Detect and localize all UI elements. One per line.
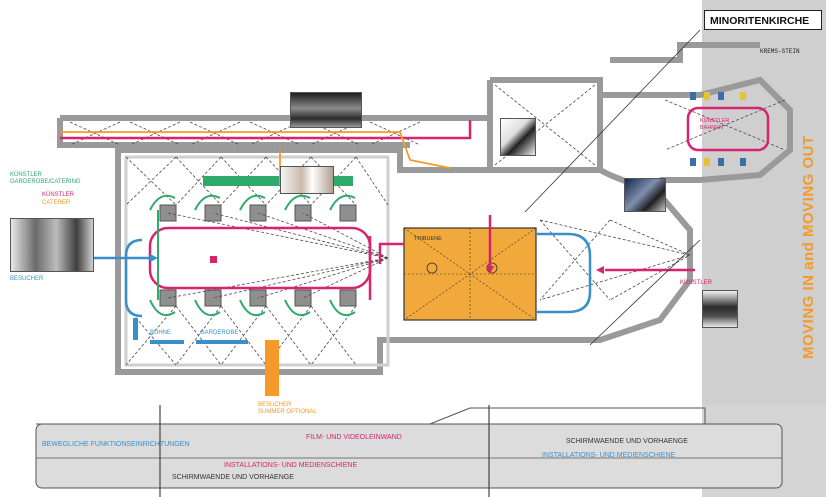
label-besucher-summer: BESUCHER SUMMER OPTIONAL — [258, 402, 317, 415]
rail-film: FILM- UND VIDEOLEINWAND — [306, 434, 402, 441]
vault-ribs — [69, 84, 786, 366]
rail-screens-right: SCHIRMWAENDE UND VORHAENGE — [566, 438, 688, 445]
blue-bar-2 — [196, 340, 248, 344]
rail-outline — [36, 407, 706, 425]
visitors-photo — [10, 218, 94, 272]
orange-bar — [265, 340, 279, 396]
diagonals — [524, 29, 701, 346]
label-kuenstler: KÜNSTLER — [42, 192, 75, 198]
label-garderobe: GARDEROBE — [200, 330, 239, 336]
label-kuenstler-garderobe: KÜNSTLER GARDEROBE/CATERING — [10, 172, 81, 185]
green-routes — [149, 194, 356, 316]
rail-functional: BEWEGLICHE FUNKTIONSEINRICHTUNGEN — [42, 441, 190, 448]
blue-marker — [133, 318, 138, 340]
label-stage-right: KÜNSTLER BAHNEN — [700, 118, 730, 131]
page-title: MINORITENKIRCHE — [704, 10, 822, 30]
moving-caption: MOVING IN and MOVING OUT — [800, 135, 817, 359]
rail-installation-center: INSTALLATIONS- UND MEDIENSCHIENE — [224, 462, 358, 469]
arrow-magenta — [486, 266, 494, 274]
center-point — [210, 256, 217, 263]
stage-mark-left — [426, 262, 438, 274]
orchestra-photo — [290, 92, 362, 128]
projector-photo — [624, 178, 666, 212]
label-catering: CATERER — [42, 200, 71, 206]
green-bar — [203, 176, 353, 186]
performer-photo — [702, 290, 738, 328]
label-podium: TRIBUENE — [414, 236, 442, 242]
stage-ribs — [403, 227, 537, 321]
label-kuenstler-right: KÜNSTLER — [680, 280, 713, 286]
label-besucher: BESUCHER — [10, 276, 44, 282]
arrow-magenta-right — [596, 266, 604, 274]
label-buehne: BÜHNE — [150, 330, 172, 336]
sculpture-photo — [500, 118, 536, 156]
blue-bar-1 — [150, 340, 184, 344]
rail-installation-right: INSTALLATIONS- UND MEDIENSCHIENE — [542, 452, 676, 459]
location-subtitle: KREMS-STEIN — [760, 48, 800, 55]
pillars — [159, 204, 357, 307]
catering-photo — [280, 166, 334, 194]
street-band-top — [702, 0, 826, 405]
arrow-blue — [150, 254, 158, 262]
apse-markers — [690, 92, 746, 166]
rail-screens-bottom: SCHIRMWAENDE UND VORHAENGE — [172, 474, 294, 481]
